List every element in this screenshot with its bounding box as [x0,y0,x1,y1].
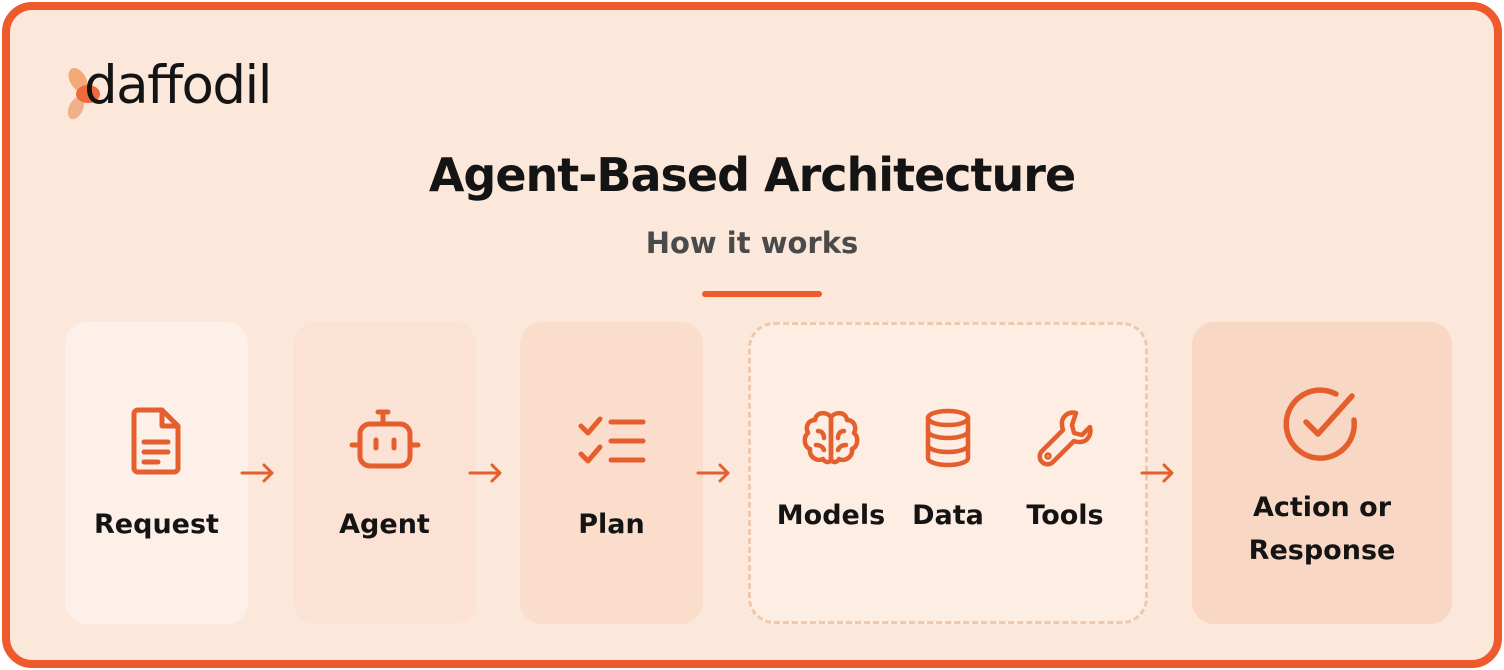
check-circle-icon [1283,387,1357,461]
document-icon [131,407,180,475]
agent-card: Agent [293,322,476,624]
tools-label: Tools [1026,500,1104,531]
checklist-icon [578,416,645,464]
wrench-icon [1037,410,1093,467]
plan-label: Plan [578,509,645,540]
robot-icon [349,409,420,469]
data-item: Data [890,405,1006,537]
page-title: Agent-Based Architecture [428,148,1076,202]
models-label: Models [776,500,886,531]
result-label-line1: Action or [1252,492,1392,523]
models-item: Models [773,405,889,537]
request-card: Request [65,322,248,624]
request-label: Request [94,509,219,540]
arrow-right-icon [1140,463,1174,483]
arrow-right-icon [696,463,730,483]
arrow-right-icon [468,463,502,483]
arrow-right-icon [240,463,274,483]
result-card: Action or Response [1192,322,1452,624]
data-label: Data [912,500,984,531]
tools-item: Tools [1007,405,1123,537]
brain-icon [802,410,860,465]
page-subtitle: How it works [645,226,859,260]
database-icon [925,408,971,468]
result-label-line2: Response [1248,535,1396,566]
result-label: Action or Response [1249,486,1396,572]
title-divider [702,291,822,297]
resources-group: Models Data Tools [748,322,1148,624]
daffodil-flower-icon [67,68,100,120]
agent-label: Agent [339,509,430,540]
plan-card: Plan [520,322,703,624]
logo-wordmark: daffodil [84,55,272,116]
